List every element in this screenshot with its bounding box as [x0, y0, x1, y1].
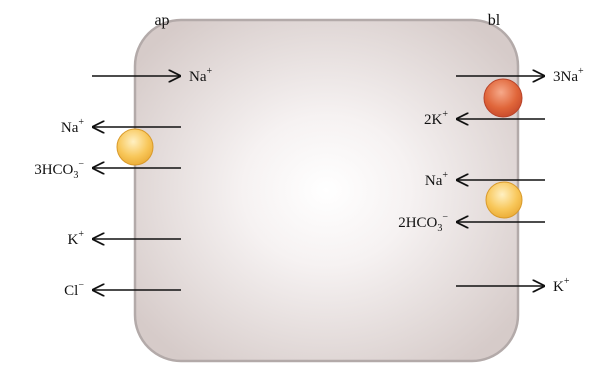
label-bl-hco3-in: 2HCO3−: [398, 212, 448, 234]
na-k-pump: [483, 78, 523, 118]
label-apical-k-out: K+: [68, 229, 85, 248]
label-bl-k-out: K+: [553, 276, 570, 295]
label-bl-3na-out: 3Na+: [553, 66, 584, 85]
basolateral-cotransporter: [485, 181, 523, 219]
basolateral-label: bl: [488, 12, 501, 29]
label-apical-hco3-out: 3HCO3−: [34, 159, 84, 181]
label-apical-cl-out: Cl−: [64, 280, 84, 299]
label-bl-2k-in: 2K+: [424, 109, 448, 128]
apical-label: ap: [154, 12, 169, 29]
label-apical-na-out: Na+: [61, 117, 85, 136]
apical-cotransporter: [116, 128, 154, 166]
